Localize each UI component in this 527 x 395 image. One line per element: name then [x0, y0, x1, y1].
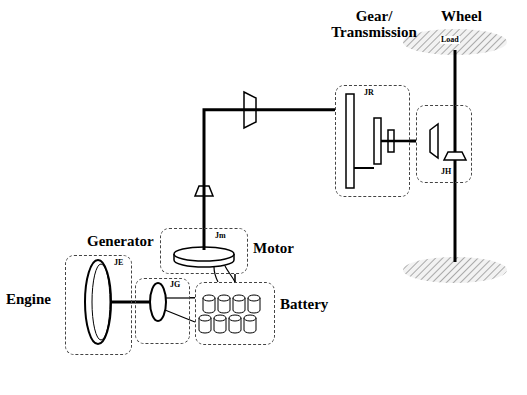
component-box: EngineJE: [65, 255, 132, 355]
component-label: Wheel: [441, 9, 482, 25]
inertia-label: JR: [364, 89, 374, 97]
component-box: Gear/ TransmissionJR: [335, 85, 410, 197]
spur-gear: [346, 94, 354, 188]
battery-cell: [248, 295, 260, 301]
inertia-label: JE: [114, 259, 123, 267]
component-box: WheelJH: [416, 105, 472, 183]
flywheel-rim: [92, 264, 110, 340]
component-label: Gear/ Transmission: [314, 9, 434, 41]
spur-gear: [374, 118, 381, 164]
differential-gear: [430, 124, 438, 158]
shaft: [135, 301, 151, 304]
battery-cell: [199, 315, 211, 321]
battery-cell: [229, 315, 241, 321]
battery-cell: [244, 315, 256, 321]
shaft: [203, 228, 206, 250]
battery-cell: [218, 295, 230, 301]
shaft: [381, 140, 410, 143]
battery-cell: [203, 295, 215, 301]
wire: [214, 267, 218, 282]
component-label: Engine: [6, 292, 51, 308]
differential-gear: [444, 152, 466, 160]
inertia-label: JH: [441, 168, 451, 176]
generator-disc: [150, 283, 166, 321]
inertia-label: JG: [170, 281, 180, 289]
wire: [165, 297, 190, 298]
component-box: Battery: [195, 282, 275, 345]
component-box: GeneratorJmMotor: [160, 228, 248, 274]
load-label: Load: [440, 36, 460, 44]
flywheel: [85, 260, 111, 344]
shaft: [111, 301, 132, 304]
battery-cell: [214, 315, 226, 321]
component-label: Generator: [87, 234, 154, 250]
component-label: Battery: [280, 297, 328, 313]
component-label: Motor: [253, 241, 294, 257]
inertia-label: Jm: [215, 232, 226, 240]
battery-cell: [233, 295, 245, 301]
wire: [165, 310, 195, 322]
wire: [225, 266, 235, 282]
component-box: JG: [135, 278, 190, 344]
drive-shaft: [204, 110, 335, 228]
wire: [234, 274, 236, 282]
countershaft: [354, 167, 374, 169]
